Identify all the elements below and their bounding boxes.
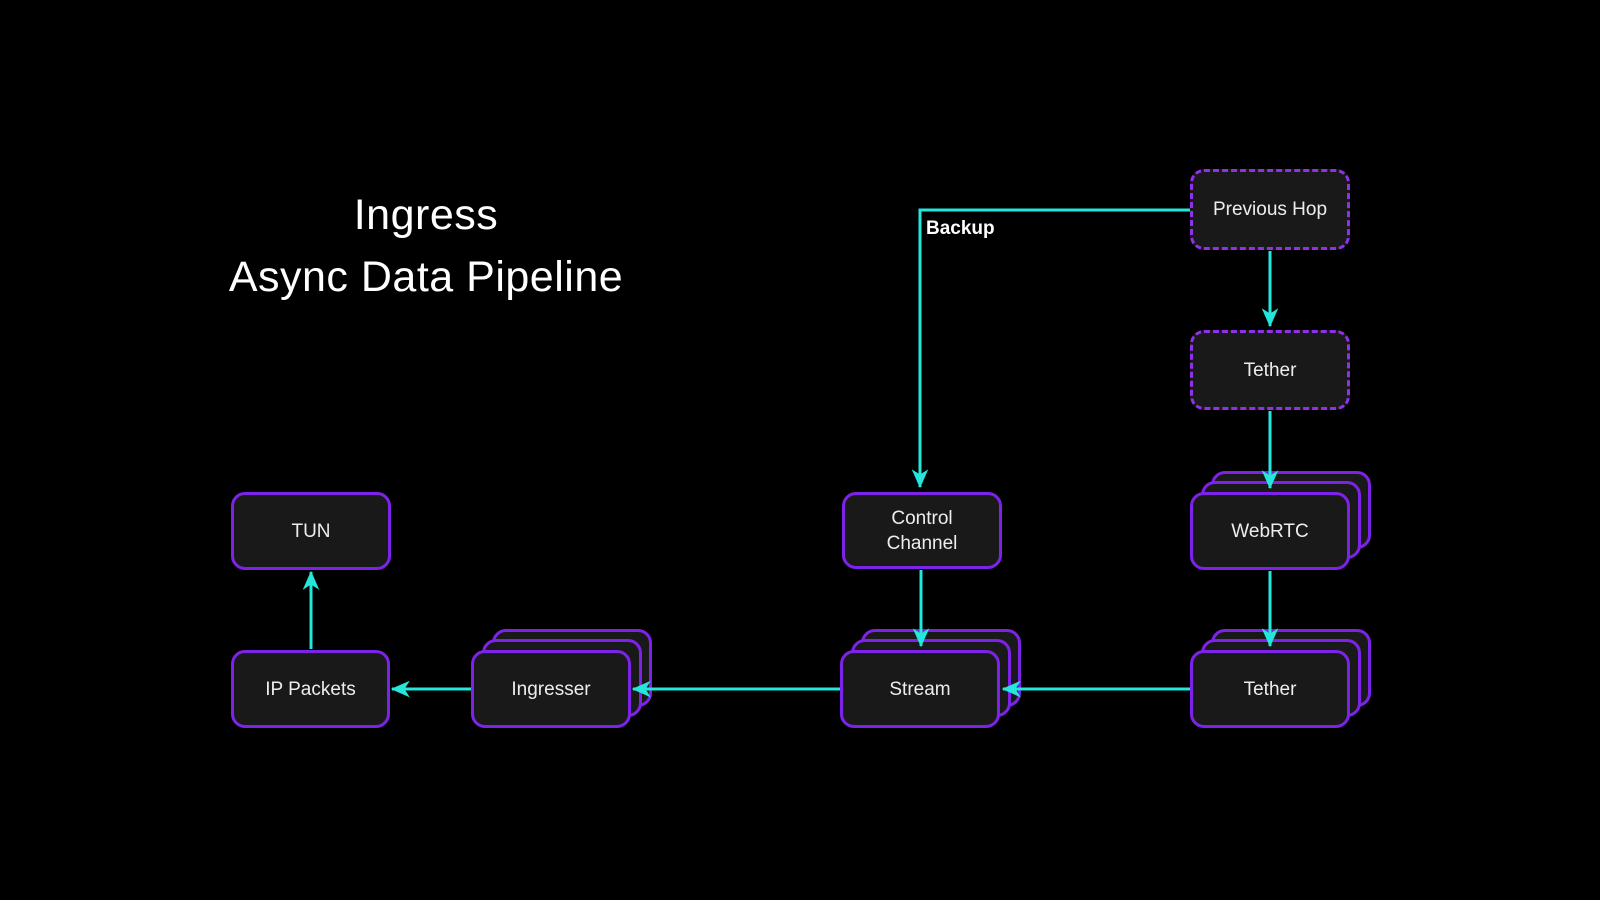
node-tether-upper: Tether <box>1190 330 1350 410</box>
edge-label-backup: Backup <box>926 218 995 239</box>
node-tether-lower: Tether <box>1190 629 1371 728</box>
node-control-channel: Control Channel <box>842 492 1002 569</box>
node-ingresser: Ingresser <box>471 629 652 728</box>
node-control-channel-text: Control Channel <box>886 507 958 554</box>
node-tun-label: TUN <box>231 492 391 570</box>
diagram-title-line1: Ingress <box>353 191 499 239</box>
node-ip-packets-label: IP Packets <box>231 650 390 728</box>
node-control-channel-label: Control Channel <box>842 492 1002 569</box>
node-ingresser-label: Ingresser <box>471 650 631 728</box>
node-stream-label: Stream <box>840 650 1000 728</box>
node-stream: Stream <box>840 629 1021 728</box>
node-tether-lower-label: Tether <box>1190 650 1350 728</box>
node-webrtc-label: WebRTC <box>1190 492 1350 570</box>
diagram-title: Ingress Async Data Pipeline <box>160 184 692 308</box>
node-previous-hop-label: Previous Hop <box>1190 169 1350 250</box>
node-tether-upper-label: Tether <box>1190 330 1350 410</box>
node-ip-packets: IP Packets <box>231 650 390 728</box>
node-previous-hop: Previous Hop <box>1190 169 1350 250</box>
node-tun: TUN <box>231 492 391 570</box>
node-webrtc: WebRTC <box>1190 471 1371 570</box>
diagram-title-line2: Async Data Pipeline <box>228 253 624 301</box>
edge-backup-previous-hop-to-control-channel <box>911 208 1190 489</box>
